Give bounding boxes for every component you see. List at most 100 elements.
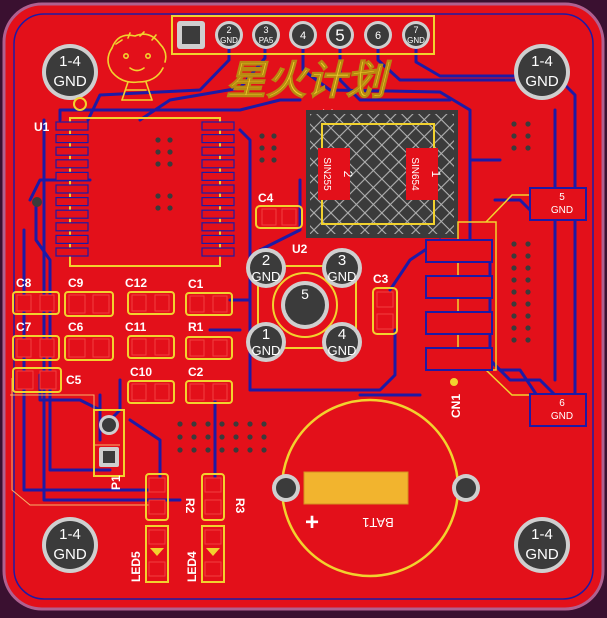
header-pin-6: 6 <box>364 21 392 49</box>
u1-pad <box>55 247 89 257</box>
svg-text:3: 3 <box>263 25 268 35</box>
cn1-label: CN1 <box>449 394 463 418</box>
svg-text:C4: C4 <box>258 191 274 205</box>
via <box>177 434 183 440</box>
c12-capacitor: C12 <box>125 276 175 315</box>
svg-text:C2: C2 <box>188 365 204 379</box>
cn1-pad-6: 6 GND <box>529 393 587 427</box>
via <box>259 145 265 151</box>
led5: LED5 <box>129 525 169 583</box>
via <box>177 421 183 427</box>
header-outline <box>171 15 435 55</box>
svg-text:GND: GND <box>220 36 238 45</box>
u2-pin-5: 5 <box>281 281 329 329</box>
u2-label: U2 <box>292 242 308 256</box>
u2-pin-4: 4 GND <box>322 322 362 362</box>
cn1-pad-5: 5 GND <box>529 187 587 221</box>
via <box>525 325 531 331</box>
r3-resistor: R3 <box>201 473 247 521</box>
via <box>511 145 517 151</box>
svg-text:GND: GND <box>407 36 425 45</box>
battery-plus: + <box>305 509 319 536</box>
u1-pad <box>55 184 89 194</box>
svg-text:GND: GND <box>328 269 357 284</box>
via <box>205 434 211 440</box>
svg-text:C8: C8 <box>16 276 32 290</box>
via <box>259 133 265 139</box>
svg-text:PA5: PA5 <box>259 36 274 45</box>
svg-text:C10: C10 <box>130 365 152 379</box>
u1-pad <box>201 171 235 181</box>
via <box>155 149 161 155</box>
via <box>219 421 225 427</box>
l1-pad1-label: SIN654 <box>409 157 420 191</box>
title-text: 星火计划 <box>226 59 392 103</box>
header-pin-2: 2 GND <box>215 21 243 49</box>
svg-text:C7: C7 <box>16 320 32 334</box>
u1-pad <box>201 134 235 144</box>
u2-pin-2: 2 GND <box>246 248 286 288</box>
u1-pad <box>201 247 235 257</box>
c11-capacitor: C11 <box>125 320 175 359</box>
via <box>233 421 239 427</box>
via <box>247 447 253 453</box>
via <box>167 193 173 199</box>
c9-capacitor: C9 <box>64 276 114 317</box>
l1-pad-1 <box>406 148 438 200</box>
mount-label-bottom: GND <box>525 73 559 90</box>
u1-pad <box>201 184 235 194</box>
via <box>247 421 253 427</box>
via <box>261 434 267 440</box>
led4: LED4 <box>185 525 225 583</box>
u1-pad <box>55 234 89 244</box>
via <box>191 434 197 440</box>
svg-text:R1: R1 <box>188 320 204 334</box>
svg-text:R3: R3 <box>233 498 247 514</box>
mount-label-bottom: GND <box>525 546 559 563</box>
svg-text:7: 7 <box>413 25 418 35</box>
c6-capacitor: C6 <box>64 320 114 361</box>
via <box>525 301 531 307</box>
via <box>219 434 225 440</box>
via <box>271 157 277 163</box>
header-pin-4: 4 <box>289 21 317 49</box>
via <box>511 313 517 319</box>
u1-pad <box>55 159 89 169</box>
bat1-label: BAT1 <box>362 515 394 530</box>
l1-inductor: L1 2 SIN255 1 SIN654 <box>306 107 458 238</box>
via <box>511 121 517 127</box>
via <box>167 149 173 155</box>
via <box>525 289 531 295</box>
u1-pad <box>55 134 89 144</box>
c5-capacitor: C5 <box>12 367 82 393</box>
u1-label: U1 <box>34 120 50 134</box>
via <box>511 337 517 343</box>
svg-text:2: 2 <box>226 25 231 35</box>
c7-capacitor: C7 <box>12 320 60 361</box>
svg-text:GND: GND <box>252 343 281 358</box>
svg-text:GND: GND <box>551 205 573 216</box>
svg-text:5: 5 <box>559 192 565 203</box>
svg-text:P1: P1 <box>109 475 123 490</box>
u1-pad <box>55 209 89 219</box>
via <box>205 447 211 453</box>
svg-text:5: 5 <box>335 26 344 45</box>
l1-pad-2 <box>318 148 350 200</box>
mounting-hole-bottom-right: 1-4 GND <box>514 517 570 573</box>
u1-pad <box>201 159 235 169</box>
svg-text:C1: C1 <box>188 277 204 291</box>
via <box>271 133 277 139</box>
u1-chip: U1 <box>32 97 235 267</box>
l1-pad2-num: 2 <box>341 171 355 178</box>
via <box>511 277 517 283</box>
u2-regulator: U2 2 GND 3 GND 5 1 GND 4 <box>246 242 362 362</box>
cartoon-face-icon <box>107 31 167 101</box>
svg-text:6: 6 <box>559 398 565 409</box>
via <box>155 205 161 211</box>
via <box>247 434 253 440</box>
r2-resistor: R2 <box>145 473 197 521</box>
via <box>177 447 183 453</box>
via <box>511 289 517 295</box>
header-pin-7: 7 GND <box>402 21 430 49</box>
